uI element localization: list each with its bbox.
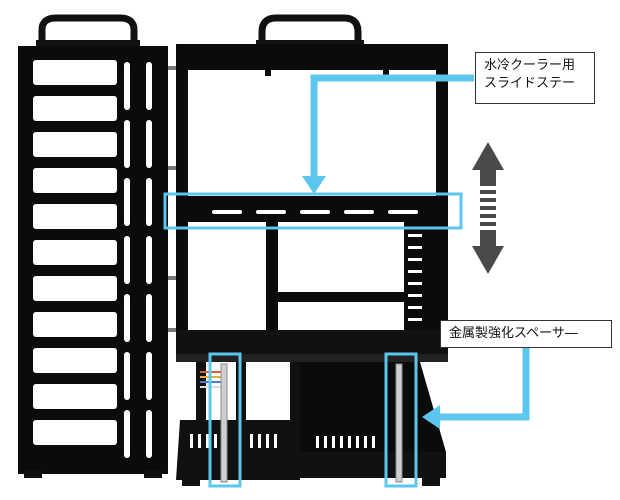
cable-tab — [265, 66, 271, 76]
spacer-highlight-box — [208, 352, 242, 488]
slide-range-arrow — [472, 142, 504, 274]
tray-crossbar — [266, 292, 404, 302]
tray-post — [266, 222, 278, 330]
shelf-plate — [176, 330, 448, 354]
slide-stay-highlight-box — [163, 192, 463, 230]
frame-top-corner — [176, 44, 204, 70]
spacer-callout-label: 金属製強化スペーサ― — [449, 326, 578, 341]
side-panel-foot — [144, 470, 162, 478]
spacer-arrow — [440, 348, 530, 421]
side-panel-rail-slots — [124, 62, 152, 458]
main-case-handle — [258, 14, 362, 48]
slide-stay-bar — [188, 196, 436, 222]
side-panel — [18, 14, 168, 478]
spacer-arrow-head — [422, 405, 440, 429]
slide-stay-slots — [212, 210, 418, 214]
slide-stay-callout-line1: 水冷クーラー用 — [484, 58, 576, 73]
metal-spacer — [220, 363, 228, 483]
metal-spacer — [395, 363, 403, 483]
side-panel-foot — [24, 470, 42, 478]
main-case — [176, 14, 448, 486]
case-foot — [422, 478, 440, 486]
cable-tab — [383, 66, 389, 76]
slide-stay-arrow — [310, 74, 474, 178]
side-panel-slots — [33, 60, 117, 445]
spacer-callout: 金属製強化スペーサ― — [440, 320, 612, 348]
case-foot — [182, 478, 200, 486]
side-panel-handle — [38, 14, 138, 46]
spacer-highlight-box — [384, 352, 418, 488]
slide-stay-callout: 水冷クーラー用 スライドステー — [475, 52, 595, 104]
shelf-lip — [176, 354, 448, 362]
side-panel-handle-base — [36, 40, 140, 50]
tray-side — [404, 222, 436, 330]
slide-stay-arrow-head — [302, 176, 326, 194]
slide-stay-callout-line2: スライドステー — [484, 76, 576, 91]
psu-vents — [190, 434, 375, 448]
hinge-pins — [168, 66, 178, 332]
psu-compartment — [176, 362, 446, 480]
pci-slots — [408, 234, 422, 321]
